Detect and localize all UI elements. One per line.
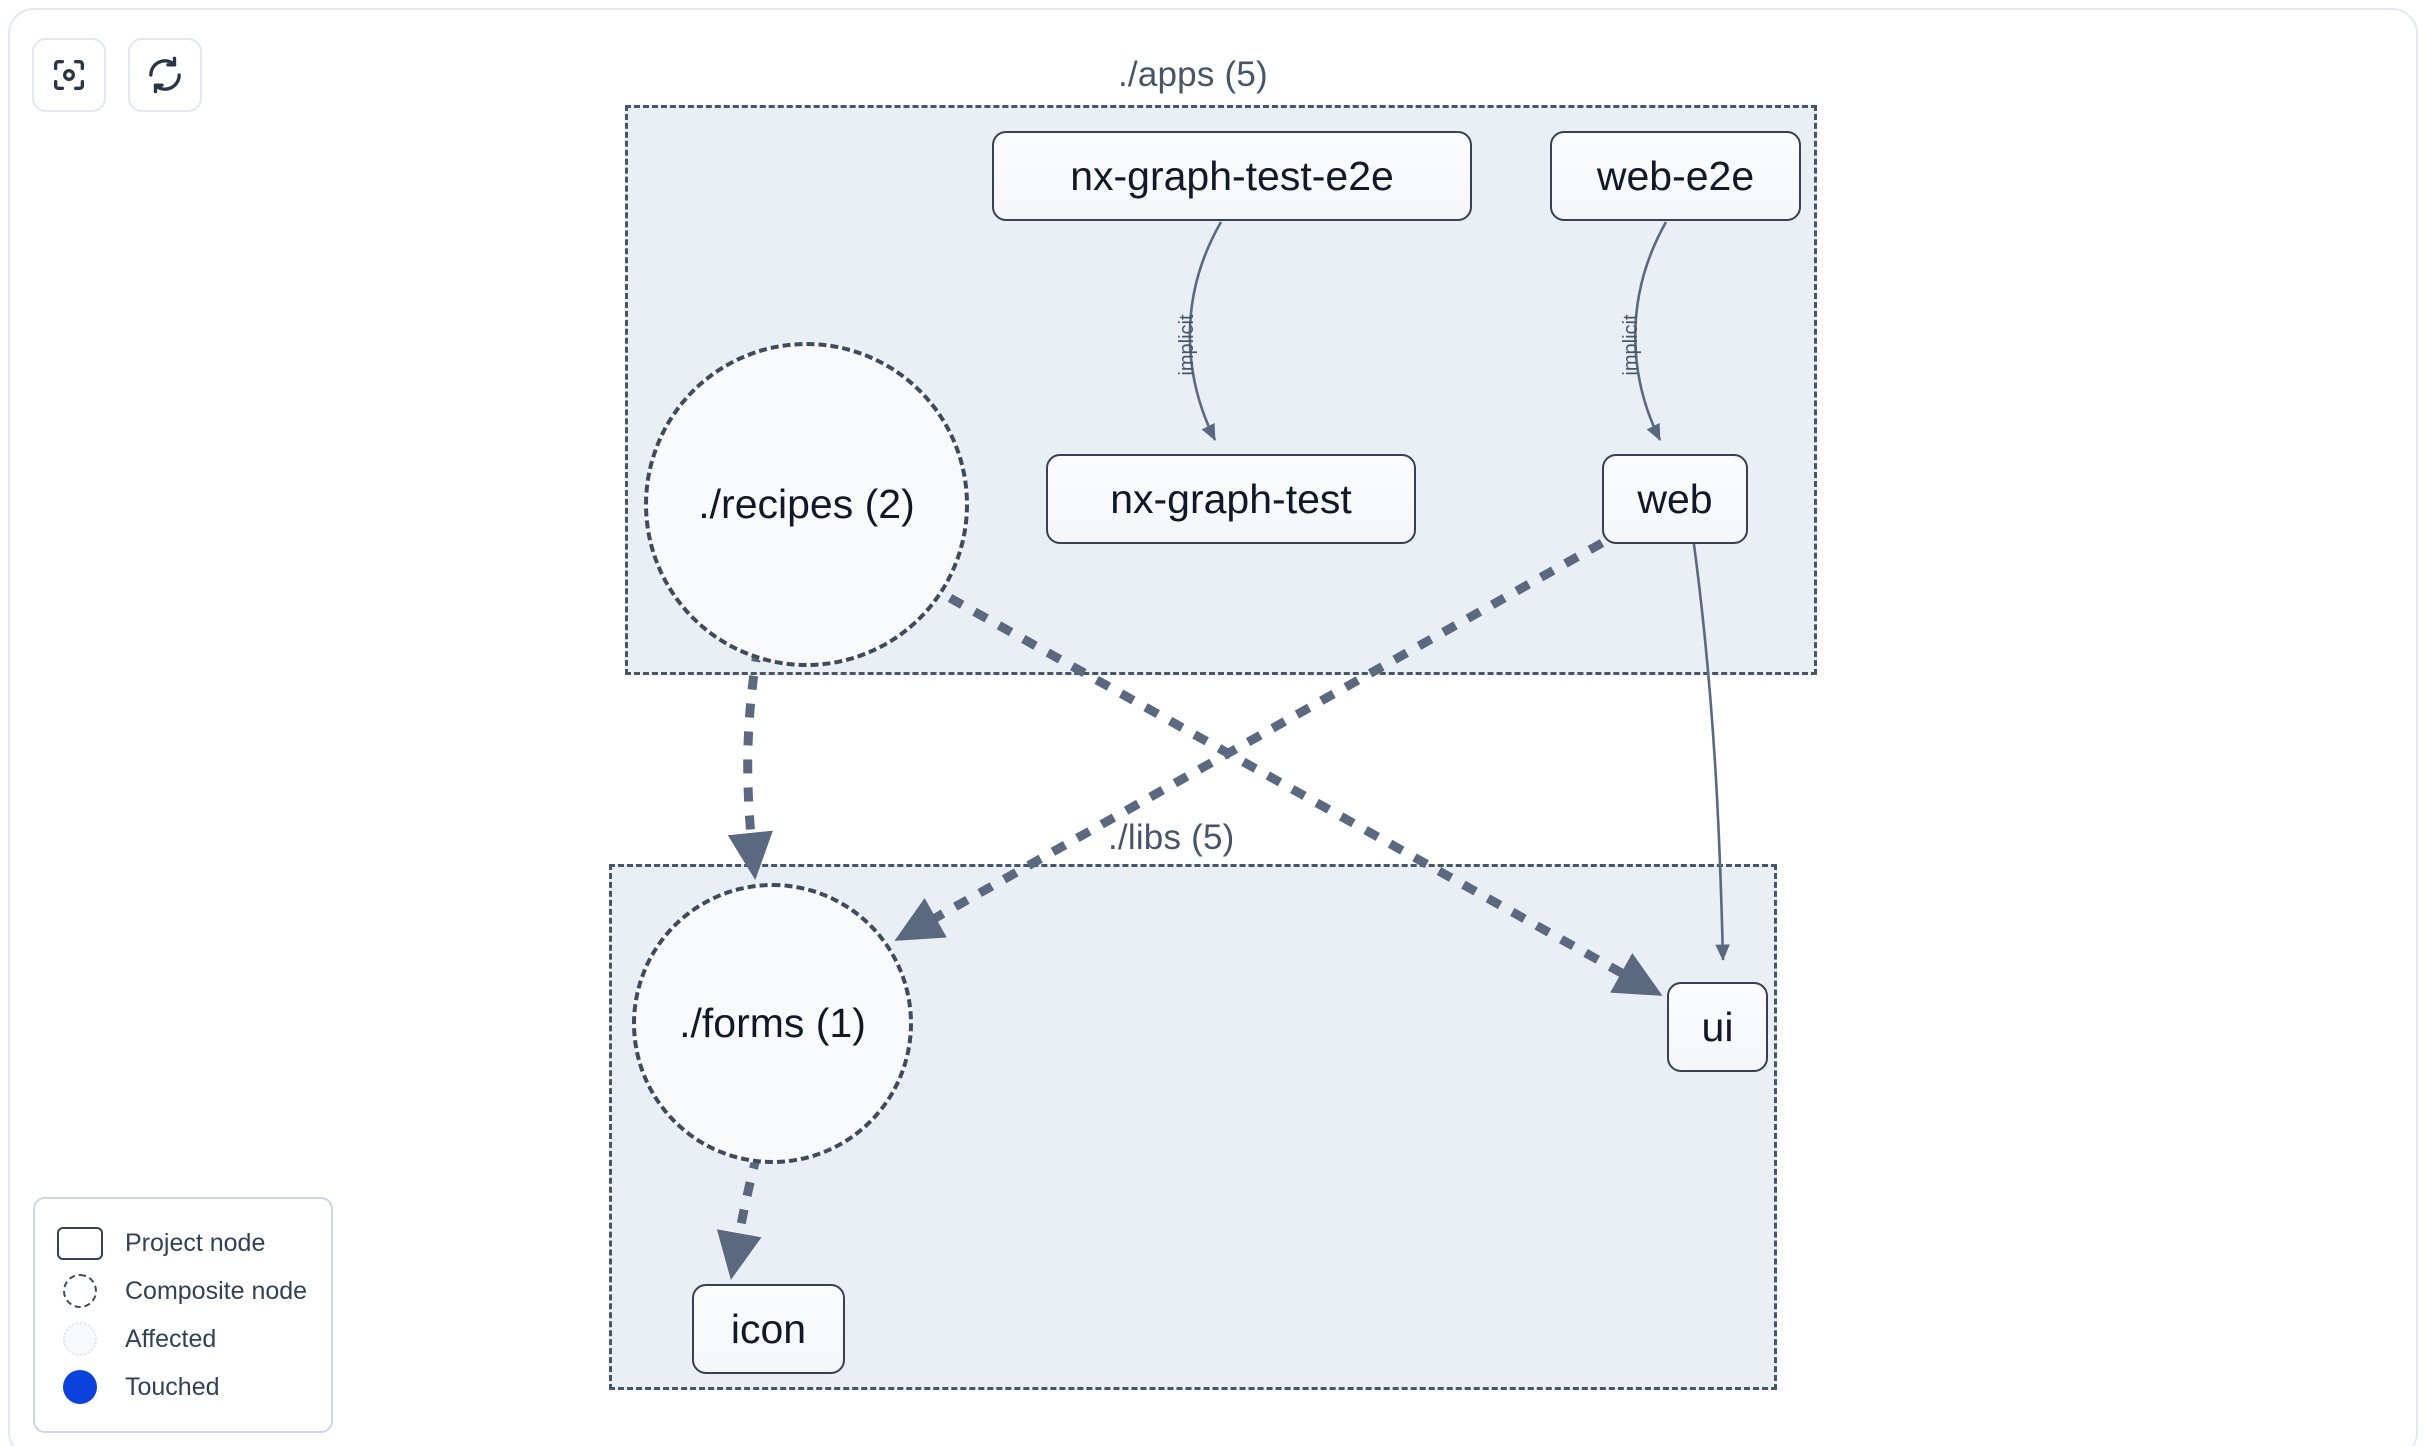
project-node-label: web-e2e — [1596, 152, 1755, 199]
refresh-icon — [145, 55, 185, 95]
project-node-label: ui — [1701, 1003, 1734, 1050]
project-node-label: nx-graph-test-e2e — [1070, 152, 1394, 199]
project-node-swatch — [57, 1226, 103, 1260]
project-node-label: nx-graph-test — [1110, 475, 1352, 522]
graph-toolbar — [32, 38, 202, 112]
legend-item-affected: Affected — [57, 1315, 309, 1363]
project-node-icon[interactable]: icon — [692, 1284, 845, 1374]
legend-label: Project node — [125, 1228, 266, 1257]
project-node-nx-graph-test-e2e[interactable]: nx-graph-test-e2e — [992, 131, 1472, 221]
group-apps-label: ./apps (5) — [1108, 57, 1278, 92]
legend-item-project-node: Project node — [57, 1219, 309, 1267]
affected-swatch — [57, 1322, 103, 1356]
project-node-label: web — [1637, 475, 1713, 522]
touched-swatch — [57, 1370, 103, 1404]
focus-graph-button[interactable] — [32, 38, 106, 112]
legend-label: Composite node — [125, 1276, 308, 1305]
project-node-web-e2e[interactable]: web-e2e — [1550, 131, 1801, 221]
group-libs-label: ./libs (5) — [1098, 820, 1245, 855]
legend-label: Affected — [125, 1324, 217, 1353]
composite-node-label: ./forms (1) — [679, 1000, 866, 1046]
project-node-web[interactable]: web — [1602, 454, 1748, 544]
graph-legend: Project node Composite node Affected Tou… — [33, 1197, 333, 1433]
legend-item-touched: Touched — [57, 1363, 309, 1411]
legend-label: Touched — [125, 1372, 220, 1401]
project-node-ui[interactable]: ui — [1667, 982, 1768, 1072]
project-node-label: icon — [730, 1305, 807, 1352]
refresh-graph-button[interactable] — [128, 38, 202, 112]
legend-item-composite-node: Composite node — [57, 1267, 309, 1315]
project-node-nx-graph-test[interactable]: nx-graph-test — [1046, 454, 1416, 544]
composite-node-label: ./recipes (2) — [698, 481, 915, 527]
focus-target-icon — [49, 55, 89, 95]
composite-node-swatch — [57, 1274, 103, 1308]
composite-node-recipes[interactable]: ./recipes (2) — [644, 342, 969, 667]
composite-node-forms[interactable]: ./forms (1) — [632, 883, 913, 1164]
